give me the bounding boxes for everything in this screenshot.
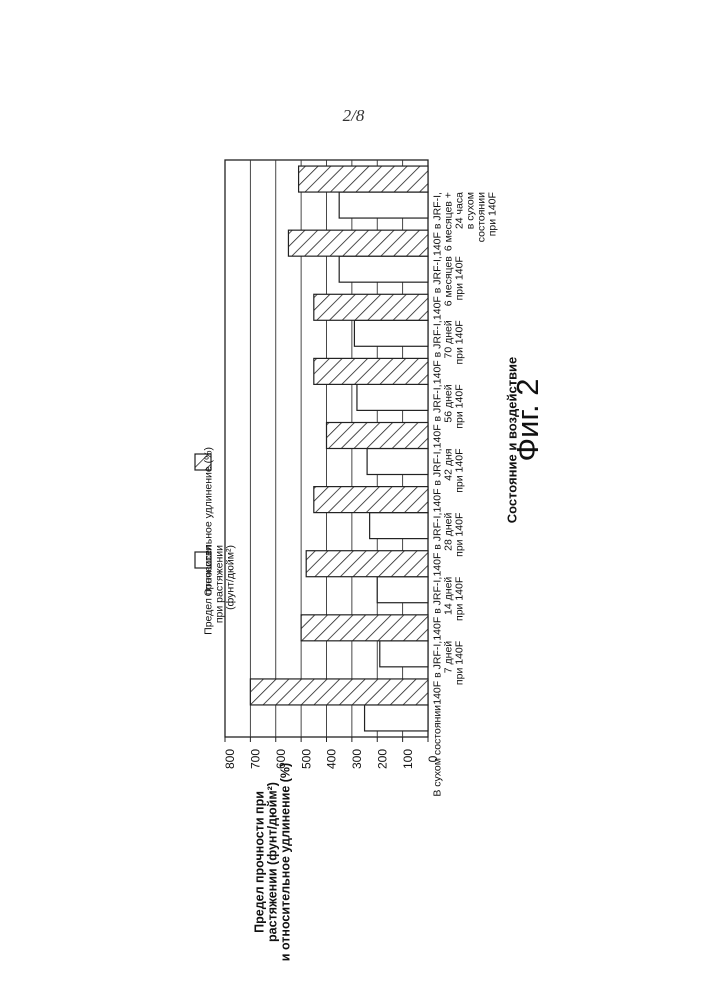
bar-elongation <box>314 487 428 513</box>
bar-elongation <box>314 294 428 320</box>
category-label: 140F в JRF-I,28 днейпри 140F <box>431 512 465 576</box>
bar-elongation <box>250 679 428 705</box>
value-tick-label: 700 <box>249 749 263 769</box>
bar-elongation <box>288 230 428 256</box>
value-tick-label: 800 <box>223 749 237 769</box>
bar-elongation <box>299 166 428 192</box>
category-label: 140F в JRF-I,14 днейпри 140F <box>431 577 465 641</box>
category-label: 140F в JRF-I,56 днейпри 140F <box>431 384 465 448</box>
value-axis-title: Предел прочности прирастяжении (фунт/дюй… <box>252 763 292 961</box>
bar-tensile-strength <box>354 320 428 346</box>
value-tick-label: 100 <box>401 749 415 769</box>
bar-tensile-strength <box>367 449 428 475</box>
bar-tensile-strength <box>370 513 428 539</box>
category-label: 140F в JRF-I,7 днейпри 140F <box>431 641 465 705</box>
category-label: 140F в JRF-I,70 днейпри 140F <box>431 320 465 384</box>
category-label: В сухом состоянии <box>431 705 443 797</box>
bar-elongation <box>314 358 428 384</box>
bar-tensile-strength <box>339 192 428 218</box>
category-axis: В сухом состоянии140F в JRF-I,7 днейпри … <box>431 192 519 797</box>
bar-elongation <box>301 615 428 641</box>
bar-tensile-strength <box>357 384 428 410</box>
bar-tensile-strength <box>365 705 428 731</box>
value-tick-label: 300 <box>350 749 364 769</box>
value-axis: 0100200300400500600700800Предел прочност… <box>223 737 440 961</box>
category-label: 140F в JRF-I,42 дняпри 140F <box>431 449 465 513</box>
bar-tensile-strength <box>380 641 428 667</box>
bar-elongation <box>327 423 429 449</box>
category-label: 140F в JRF-I,6 месяцевпри 140F <box>431 256 465 320</box>
bar-tensile-strength <box>339 256 428 282</box>
bar-tensile-strength <box>377 577 428 603</box>
bar-elongation <box>306 551 428 577</box>
figure-caption: Фиг. 2 <box>510 379 546 462</box>
legend-label-elongation: Относительное удлинение (%) <box>202 447 214 596</box>
value-tick-label: 500 <box>299 749 313 769</box>
value-tick-label: 400 <box>325 749 339 769</box>
category-label: 140F в JRF-I,6 месяцев +24 часав сухомсо… <box>431 192 498 256</box>
value-tick-label: 200 <box>375 749 389 769</box>
plot-area <box>225 160 428 737</box>
